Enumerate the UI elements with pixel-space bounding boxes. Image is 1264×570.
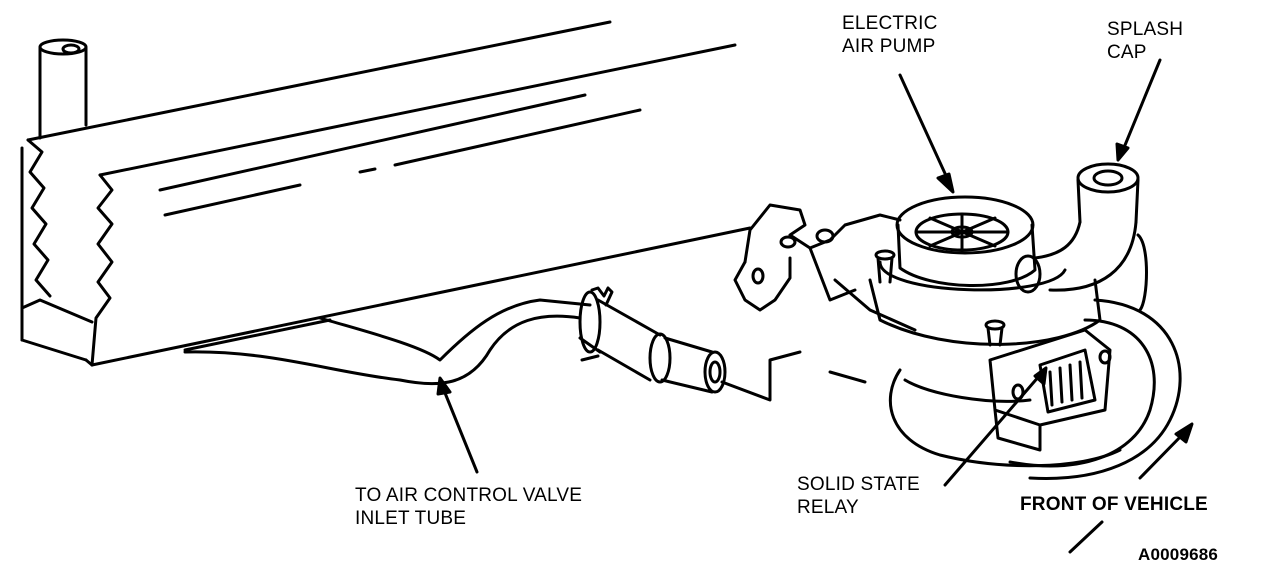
- pump-leader: [898, 73, 950, 182]
- splash-cap-label-line-2: CAP: [1107, 42, 1147, 63]
- figure-id-label: A0009686: [1138, 545, 1219, 564]
- electric-air-pump-label-line-2: AIR PUMP: [842, 36, 936, 57]
- splash-cap: [1014, 162, 1148, 312]
- air-control-valve-label-line-2: INLET TUBE: [355, 508, 467, 529]
- solid-state-relay-label-line-2: RELAY: [797, 497, 859, 518]
- front-direction-arrowhead: [1174, 422, 1194, 444]
- solid-state-relay: [988, 328, 1112, 452]
- electric-air-pump: [868, 195, 1182, 480]
- solid-state-relay-label-line-1: SOLID STATE: [797, 474, 920, 495]
- air-control-valve-label: TO AIR CONTROL VALVE INLET TUBE: [355, 484, 582, 530]
- solid-state-relay-label: SOLID STATE RELAY: [797, 473, 920, 519]
- electric-air-pump-label-line-1: ELECTRIC: [842, 13, 938, 34]
- splash-cap-label-line-1: SPLASH: [1107, 19, 1184, 40]
- callout-leaders: [436, 58, 1194, 554]
- splash-cap-label: SPLASH CAP: [1107, 18, 1183, 64]
- frame-rail: [20, 20, 752, 367]
- air-control-valve-label-line-1: TO AIR CONTROL VALVE: [355, 485, 583, 506]
- front-direction-line-upper: [1138, 430, 1187, 480]
- relay-arrowhead: [1033, 366, 1048, 386]
- inlet-tube-leader: [441, 386, 479, 474]
- relay-leader: [943, 373, 1042, 487]
- inlet-hose: [183, 286, 727, 394]
- splash-cap-leader: [1121, 58, 1162, 152]
- hose-routing-line: [720, 350, 867, 402]
- front-direction-line-lower: [1068, 520, 1104, 554]
- inlet-tube-arrowhead: [436, 376, 452, 396]
- pump-arrowhead: [936, 172, 955, 194]
- mounting-bracket: [733, 203, 917, 332]
- electric-air-pump-label: ELECTRIC AIR PUMP: [842, 12, 938, 58]
- front-of-vehicle-label: FRONT OF VEHICLE: [1020, 494, 1208, 515]
- splash-cap-arrowhead: [1115, 142, 1130, 162]
